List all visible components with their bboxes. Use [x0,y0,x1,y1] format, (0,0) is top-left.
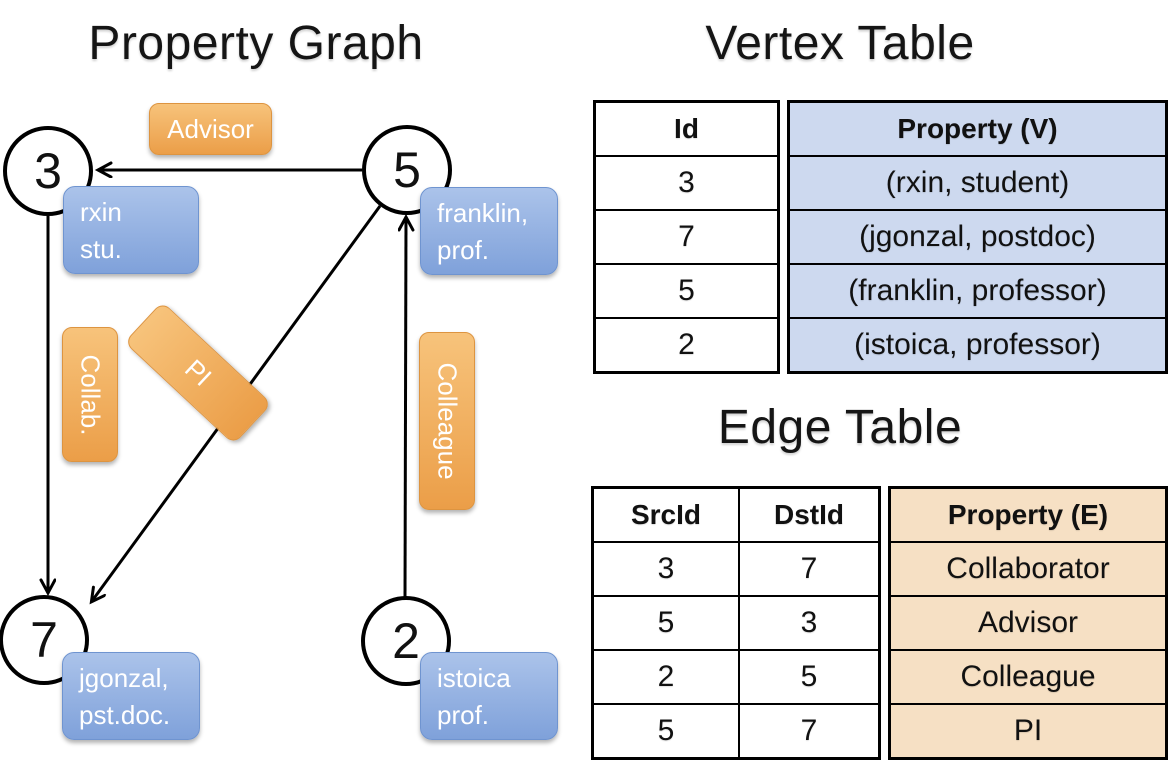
vertex-table: Id 3 7 5 2 Property (V) (rxin, student) … [593,100,1168,374]
vertex-prop-franklin-line1: franklin, [437,198,529,228]
edge-table-column-gap [881,486,888,760]
vertex-prop-jgonzal-line1: jgonzal, [79,663,169,693]
vertex-table-id-cell: 5 [596,263,777,317]
edge-table-property-column: Property (E) Collaborator Advisor Collea… [888,486,1168,760]
node-7-id: 7 [30,612,58,668]
edge-table-dstid-cell: 7 [740,703,878,757]
vertex-prop-box-istoica: istoica prof. [420,652,558,740]
edge-table-dstid-cell: 3 [740,595,878,649]
edge-label-collab: Collab. [62,327,118,462]
vertex-prop-rxin-line1: rxin [80,197,122,227]
edge-label-collab-text: Collab. [75,354,106,435]
vertex-table-header-id: Id [674,113,699,144]
property-graph-title: Property Graph [88,17,424,70]
vertex-table-property-cell: (rxin, student) [790,155,1165,209]
vertex-prop-istoica-line1: istoica [437,663,511,693]
edge-table-property-cell: Colleague [891,649,1165,703]
vertex-table-id-cell: 7 [596,209,777,263]
vertex-prop-box-franklin: franklin, prof. [420,187,558,275]
vertex-prop-rxin-line2: stu. [80,234,122,264]
edge-table-header-property: Property (E) [891,489,1165,541]
vertex-table-property-column: Property (V) (rxin, student) (jgonzal, p… [787,100,1168,374]
vertex-table-property-cell: (istoica, professor) [790,317,1165,371]
edge-arrow-2-5 [405,218,406,598]
edge-table-srcid-cell: 2 [594,649,738,703]
edge-label-pi-text: PI [179,353,218,392]
node-5-id: 5 [393,142,421,198]
vertex-table-id-cell: 2 [596,317,777,371]
edge-label-colleague-text: Colleague [432,362,463,480]
edge-label-colleague: Colleague [419,332,475,510]
edge-table-property-cell: Collaborator [891,541,1165,595]
vertex-table-column-gap [780,100,787,374]
edge-table-dstid-column: DstId 7 3 5 7 [738,489,878,757]
edge-table-dstid-cell: 5 [740,649,878,703]
vertex-table-id-cell: 3 [596,155,777,209]
graph-node-5: 5 [362,125,452,215]
edge-table-header-srcid: SrcId [630,499,702,530]
vertex-table-header-property: Property (V) [790,103,1165,155]
edge-table-property-cell: Advisor [891,595,1165,649]
edge-table-srcid-cell: 5 [594,595,738,649]
edge-label-advisor-text: Advisor [167,113,254,144]
edge-table: SrcId 3 5 2 5 DstId 7 3 5 7 Property (E)… [591,486,1168,760]
vertex-prop-box-rxin: rxin stu. [63,186,199,274]
vertex-prop-istoica-line2: prof. [437,700,490,730]
edge-label-advisor: Advisor [149,103,272,155]
node-3-id: 3 [34,143,62,199]
vertex-prop-franklin-line2: prof. [437,235,490,265]
edge-table-srcid-cell: 3 [594,541,738,595]
edge-table-id-columns: SrcId 3 5 2 5 DstId 7 3 5 7 [591,486,881,760]
vertex-prop-jgonzal-line2: pst.doc. [79,700,171,730]
vertex-prop-box-jgonzal: jgonzal, pst.doc. [62,652,200,740]
edge-table-title: Edge Table [717,401,963,454]
edge-table-header-dstid: DstId [774,499,844,530]
edge-table-srcid-cell: 5 [594,703,738,757]
edge-table-srcid-column: SrcId 3 5 2 5 [594,489,738,757]
node-2-id: 2 [392,613,420,669]
vertex-table-id-column: Id 3 7 5 2 [593,100,780,374]
vertex-table-title: Vertex Table [705,17,975,70]
edge-table-dstid-cell: 7 [740,541,878,595]
vertex-table-property-cell: (franklin, professor) [790,263,1165,317]
graph-node-2: 2 [361,596,451,686]
edge-table-property-cell: PI [891,703,1165,757]
vertex-table-property-cell: (jgonzal, postdoc) [790,209,1165,263]
